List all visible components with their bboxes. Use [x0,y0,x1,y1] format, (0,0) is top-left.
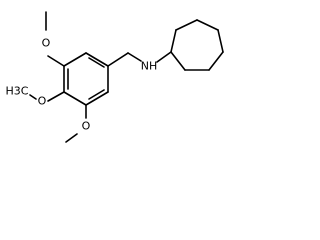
atom-o-top: O [42,37,51,50]
bond-ch2-n [127,52,142,62]
atom-methyl-middle: H3C [6,85,29,98]
bond-ring-o-top [47,55,65,67]
molecule-structure: O O H3C O NH [6,11,224,143]
ring-double-bond-1 [88,57,105,68]
benzene-ring [63,52,109,106]
methoxy-middle [29,91,65,102]
cyclo-bond-4 [217,29,224,53]
atom-o-middle: O [38,95,47,108]
bond-o-methyl-mid [29,94,37,100]
ring-bond-6 [63,52,87,67]
cyclo-bond-7 [170,51,186,71]
bond-ring-ch2 [107,52,129,67]
bond-o-methyl-bottom [65,133,78,143]
ring-bond-1 [85,52,109,67]
methoxy-top [45,11,65,67]
cyclo-bond-5 [208,51,224,71]
cyclo-bond-2 [175,19,198,31]
atom-o-bottom: O [82,120,91,133]
cyclo-bond-1 [170,29,177,53]
bond-n-ring [156,51,172,63]
atom-amine: NH [141,60,158,73]
bond-ring-o-mid [47,91,65,102]
ring-bond-3 [85,91,109,106]
ring-bond-4 [63,91,87,106]
benzyl-linker [107,52,142,67]
cyclo-bond-3 [196,19,219,31]
ring-double-bond-2 [88,89,105,100]
cycloheptane-ring [170,19,224,71]
methoxy-bottom [65,104,87,143]
